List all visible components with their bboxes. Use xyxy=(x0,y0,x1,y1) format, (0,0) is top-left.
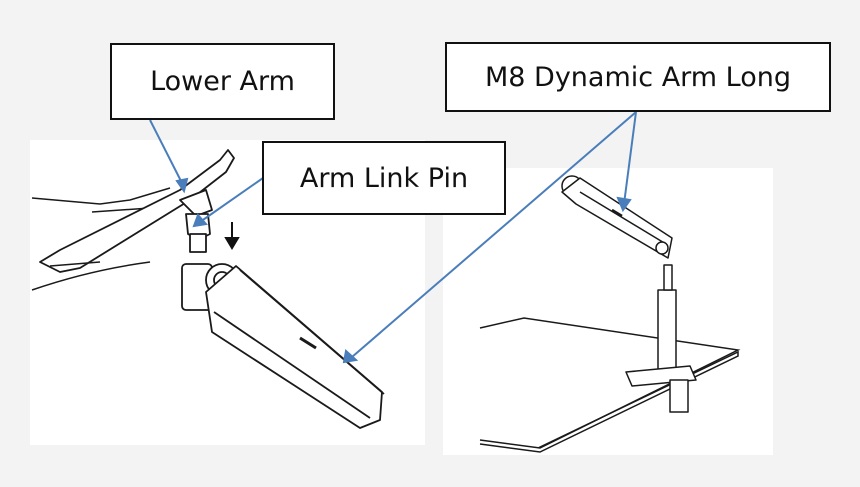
lower-arm-drawing xyxy=(39,149,235,273)
left-cable xyxy=(31,261,151,291)
pin-leader xyxy=(199,177,264,223)
lower-arm-callout: Lower Arm xyxy=(110,43,335,120)
arm-link-pin-callout: Arm Link Pin xyxy=(262,141,506,215)
leader-lines xyxy=(149,111,637,364)
lower-arm-arrowhead xyxy=(175,177,189,194)
closeup-arm-leader xyxy=(351,111,637,358)
arm-post-and-clamp xyxy=(625,264,697,413)
down-arrow xyxy=(224,222,240,250)
right-desk xyxy=(479,317,741,453)
m8-dynamic-arm-long-callout: M8 Dynamic Arm Long xyxy=(445,42,831,112)
full-arm-arrowhead xyxy=(616,196,632,213)
dynamic-arm-full xyxy=(561,175,673,259)
dynamic-arm-closeup xyxy=(181,263,385,429)
full-arm-leader xyxy=(623,111,637,205)
lower-arm-leader xyxy=(149,119,184,186)
closeup-arm-arrowhead xyxy=(342,349,359,364)
pin-arrowhead xyxy=(192,213,208,228)
